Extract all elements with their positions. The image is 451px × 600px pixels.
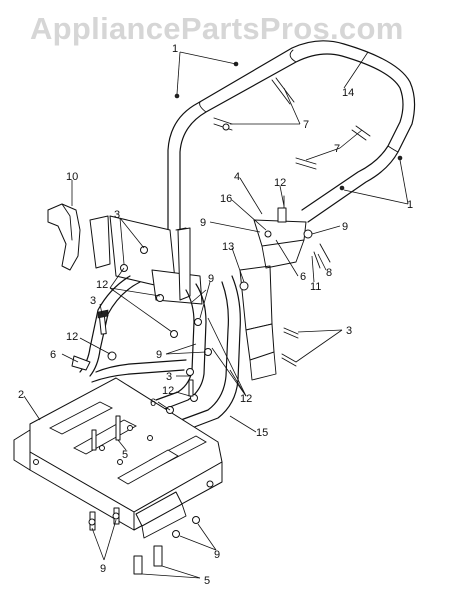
callout-9-left-bracket: 9 bbox=[200, 217, 206, 229]
callout-12-top: 12 bbox=[274, 177, 286, 189]
callout-8: 8 bbox=[326, 267, 332, 279]
callout-numbers: 1 14 7 7 1 4 12 16 9 9 13 8 6 11 10 3 12… bbox=[18, 43, 413, 587]
callout-12-left: 12 bbox=[96, 279, 108, 291]
callout-9-center: 9 bbox=[208, 273, 214, 285]
callout-9-bottom-right: 9 bbox=[214, 549, 220, 561]
callout-1-top: 1 bbox=[172, 43, 178, 55]
callout-2: 2 bbox=[18, 389, 24, 401]
callout-7-upper: 7 bbox=[303, 119, 309, 131]
bracket-part-10 bbox=[47, 203, 81, 271]
callout-16: 16 bbox=[220, 193, 232, 205]
leader-lines bbox=[23, 51, 409, 579]
callout-14: 14 bbox=[342, 87, 354, 99]
watermark-text: AppliancePartsPros.com bbox=[30, 11, 404, 46]
callout-5-deck: 5 bbox=[122, 449, 128, 461]
callout-4: 4 bbox=[234, 171, 240, 183]
callout-6-lower: 6 bbox=[150, 397, 156, 409]
handle-bolts bbox=[174, 61, 403, 191]
frame-part-2 bbox=[13, 377, 223, 539]
callout-3-lower: 3 bbox=[166, 371, 172, 383]
callout-3-upper: 3 bbox=[114, 209, 120, 221]
callout-13: 13 bbox=[222, 241, 234, 253]
callout-11: 11 bbox=[310, 281, 321, 293]
upper-handle-part-14 bbox=[167, 40, 416, 237]
control-bracket-part-16 bbox=[239, 195, 331, 291]
callout-6-right: 6 bbox=[300, 271, 306, 283]
callout-10: 10 bbox=[66, 171, 78, 183]
center-bracket-assembly bbox=[89, 215, 277, 381]
callout-15: 15 bbox=[256, 427, 268, 439]
callout-1-right: 1 bbox=[407, 199, 413, 211]
callout-3-right: 3 bbox=[346, 325, 352, 337]
callout-9-right-bracket: 9 bbox=[342, 221, 348, 233]
callout-12-mid: 12 bbox=[66, 331, 78, 343]
callout-12-right: 12 bbox=[240, 393, 252, 405]
callout-6-left: 6 bbox=[50, 349, 56, 361]
callout-9-bottom-left: 9 bbox=[100, 563, 106, 575]
callout-9-lower: 9 bbox=[156, 349, 162, 361]
callout-7-right: 7 bbox=[334, 143, 340, 155]
callout-12-lower: 12 bbox=[162, 385, 174, 397]
callout-5-bottom: 5 bbox=[204, 575, 210, 587]
callout-3-left: 3 bbox=[90, 295, 96, 307]
